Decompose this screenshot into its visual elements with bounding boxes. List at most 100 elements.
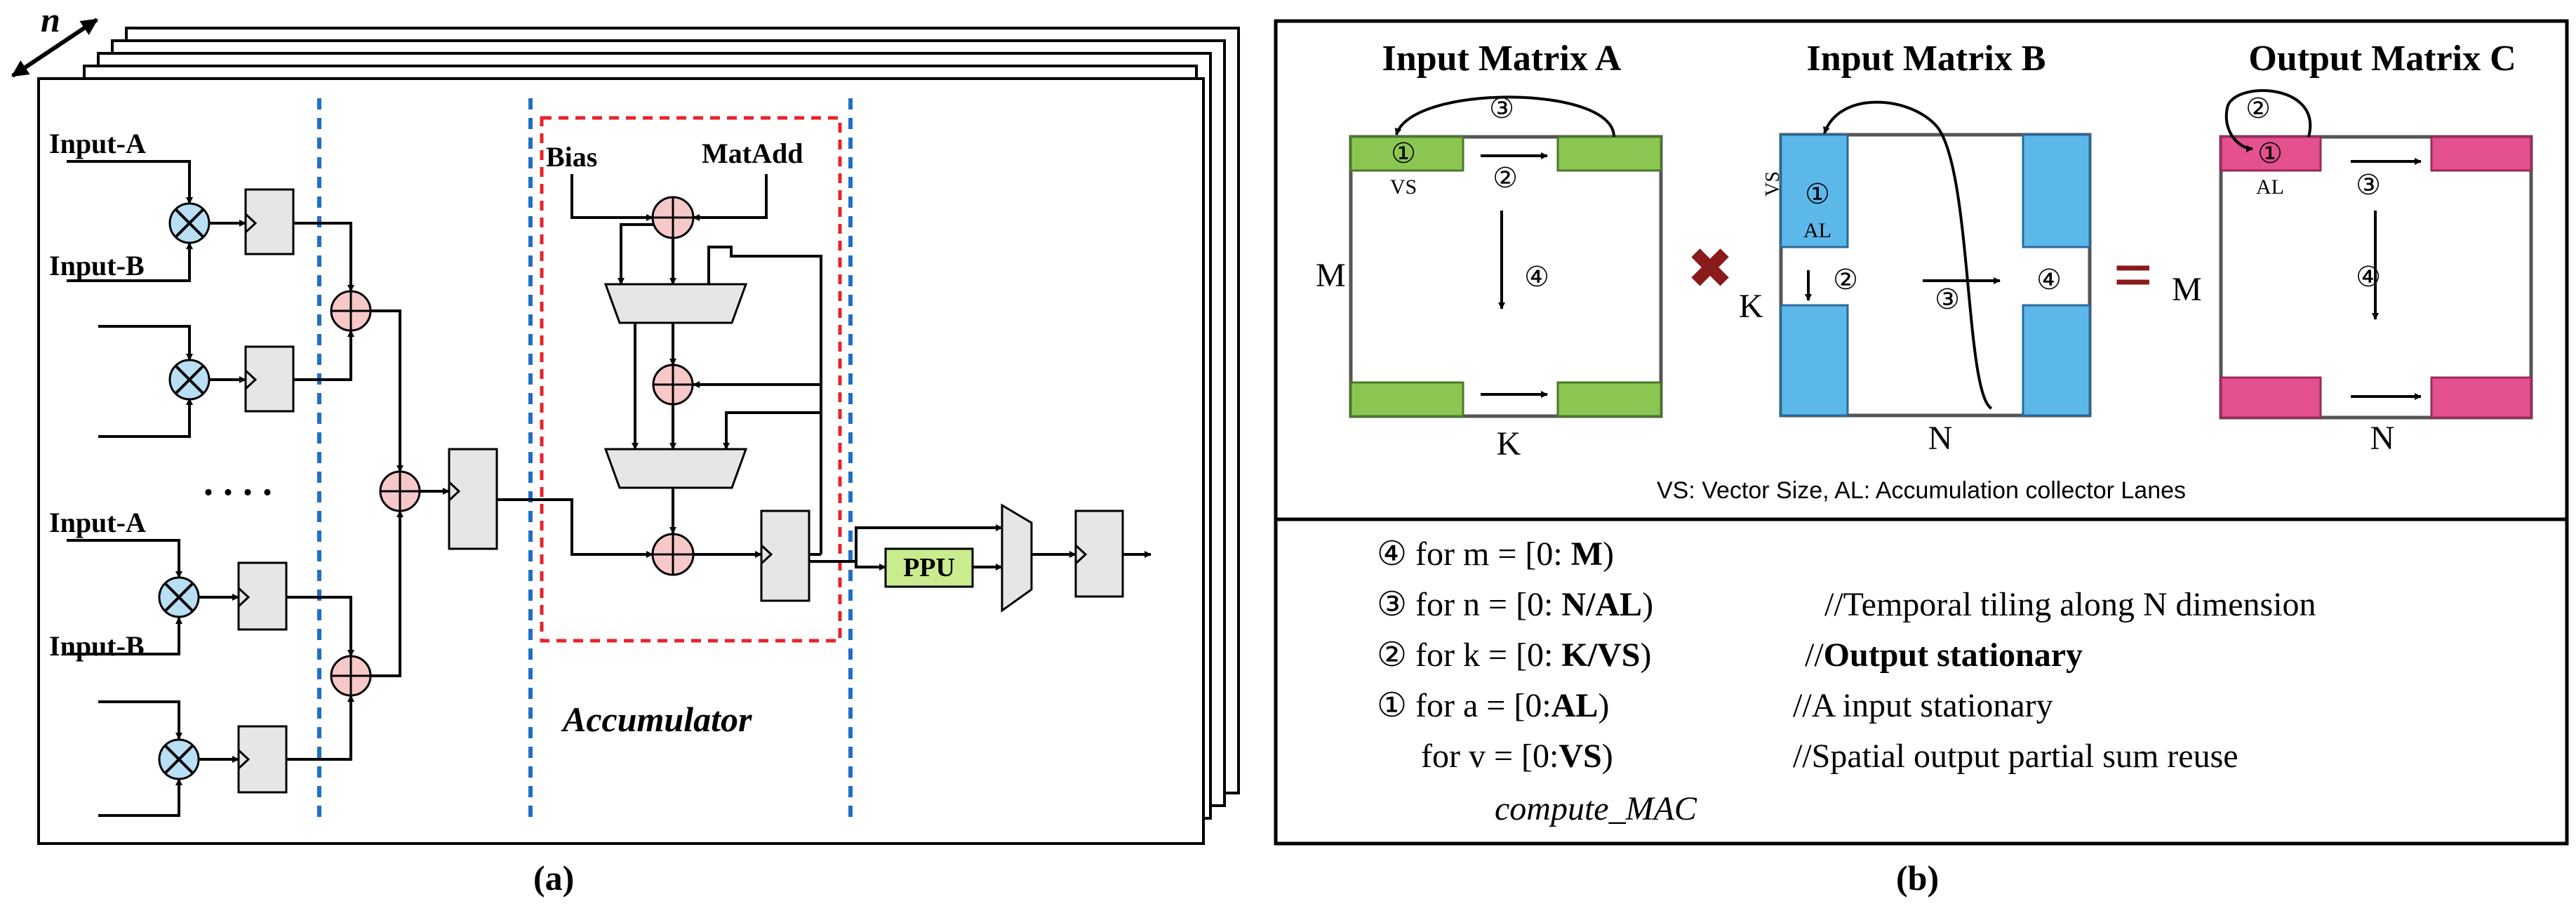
matrix-b-step-1: ① bbox=[1805, 178, 1830, 210]
matrix-a: Input Matrix A M K VS ① ② ③ ④ bbox=[1316, 39, 1663, 462]
loop-comment: //Output stationary bbox=[1805, 637, 2083, 674]
matrix-b-tile bbox=[1780, 304, 1849, 417]
matrix-c-step-1: ① bbox=[2257, 138, 2283, 169]
loop-step-mark: ④ bbox=[1377, 535, 1407, 573]
bias-label: Bias bbox=[546, 141, 597, 173]
accumulator-region bbox=[540, 116, 842, 643]
matrix-c-arrows bbox=[2224, 89, 2422, 400]
stacked-pages bbox=[37, 27, 1240, 845]
loop-suffix: ) bbox=[1598, 687, 1609, 724]
matrix-a-title: Input Matrix A bbox=[1382, 39, 1622, 79]
matrix-a-step-1: ① bbox=[1391, 138, 1416, 169]
loop-step-mark: ② bbox=[1377, 637, 1407, 674]
matadd-label: MatAdd bbox=[702, 138, 803, 169]
register-icon bbox=[448, 448, 498, 550]
adders bbox=[330, 196, 695, 697]
multiplier-icon bbox=[158, 738, 200, 780]
matrix-b-step-3: ③ bbox=[1935, 284, 1960, 315]
matrix-b-tile bbox=[2022, 304, 2091, 417]
loop-comment: //Temporal tiling along N dimension bbox=[1824, 586, 2316, 623]
caption-b: (b) bbox=[1896, 858, 1939, 898]
adder-icon bbox=[330, 655, 372, 697]
loop-comment: //A input stationary bbox=[1793, 687, 2053, 724]
matrix-b-tile bbox=[2022, 133, 2091, 248]
input-a-top-label: Input-A bbox=[49, 128, 146, 159]
matrix-a-step-2: ② bbox=[1493, 162, 1518, 194]
matrix-a-tile bbox=[1556, 135, 1662, 172]
equals-symbol: = bbox=[2114, 236, 2154, 314]
loop-suffix: ) bbox=[1642, 586, 1653, 623]
adder-icon bbox=[379, 470, 421, 512]
mux-upper bbox=[603, 283, 748, 324]
loop-comment: //Spatial output partial sum reuse bbox=[1793, 738, 2238, 775]
matrix-b-row-dim: K bbox=[1739, 288, 1763, 325]
matrix-c-tile bbox=[2430, 376, 2532, 419]
loop-line: ③ for n = [0: N/AL) bbox=[1377, 586, 1653, 623]
loop-line: ① for a = [0:AL) bbox=[1377, 687, 1609, 724]
accumulator-label: Accumulator bbox=[561, 700, 752, 739]
matrix-b-tile bbox=[1780, 133, 1849, 248]
muxes bbox=[603, 283, 1033, 613]
matrix-b-vs-label: VS bbox=[1762, 171, 1784, 196]
loop-nest: ④ for m = [0: M) ③ for n = [0: N/AL) //Tem… bbox=[1377, 535, 2316, 775]
matrix-b-step-2: ② bbox=[1833, 264, 1858, 295]
loop-bound: AL bbox=[1551, 687, 1599, 724]
legend-text: VS: Vector Size, AL: Accumulation collec… bbox=[1657, 477, 2186, 504]
multiplier-icon bbox=[168, 359, 211, 401]
matrix-a-step-4: ④ bbox=[1524, 261, 1549, 293]
datapath-wires bbox=[67, 160, 1152, 817]
register-icon bbox=[237, 561, 288, 631]
loop-line: ④ for m = [0: M) bbox=[1377, 535, 1614, 573]
loop-bound: M bbox=[1571, 535, 1603, 573]
adder-icon bbox=[652, 364, 694, 406]
multipliers bbox=[158, 202, 211, 780]
register-icon bbox=[244, 345, 295, 413]
matrix-c-row-dim: M bbox=[2172, 271, 2202, 308]
loop-step-mark: ③ bbox=[1377, 586, 1407, 623]
compute-mac-label: compute_MAC bbox=[1495, 790, 1697, 827]
loop-suffix: ) bbox=[1640, 637, 1651, 674]
matrix-a-tile bbox=[1349, 135, 1464, 172]
matrix-a-body bbox=[1349, 135, 1663, 418]
ppu-label: PPU bbox=[903, 553, 955, 582]
adder-icon bbox=[330, 290, 372, 332]
mux-lower bbox=[603, 448, 748, 489]
input-b-top-label: Input-B bbox=[49, 250, 145, 281]
matrix-b-step-4: ④ bbox=[2036, 264, 2062, 295]
input-a-bottom-label: Input-A bbox=[49, 507, 146, 538]
caption-a: (a) bbox=[533, 858, 574, 898]
register-icon bbox=[237, 725, 288, 794]
ppu-block bbox=[884, 547, 974, 588]
register-icon bbox=[1074, 509, 1124, 598]
loop-prefix: for n = [0: bbox=[1407, 586, 1561, 623]
matrix-c-tile bbox=[2430, 135, 2532, 172]
n-direction-arrow bbox=[11, 18, 98, 78]
loop-line: for v = [0:VS) bbox=[1421, 738, 1613, 775]
loop-prefix: for k = [0: bbox=[1407, 637, 1561, 674]
output-mux bbox=[1001, 503, 1033, 613]
matrix-c: Output Matrix C M N AL ① ② ③ ④ bbox=[2172, 39, 2533, 457]
matrix-a-row-dim: M bbox=[1316, 257, 1346, 294]
registers bbox=[237, 188, 1124, 794]
ellipsis: . . . . bbox=[203, 460, 272, 504]
matrix-a-col-dim: K bbox=[1497, 425, 1521, 462]
multiplier-icon bbox=[168, 202, 211, 244]
loop-suffix: ) bbox=[1603, 535, 1614, 573]
matrix-c-col-dim: N bbox=[2370, 420, 2395, 457]
matrix-b: Input Matrix B K N VS AL ① ② ③ ④ bbox=[1739, 39, 2092, 457]
loop-prefix: for v = [0: bbox=[1421, 738, 1559, 775]
matrix-b-title: Input Matrix B bbox=[1807, 39, 2046, 79]
loop-suffix: ) bbox=[1602, 738, 1613, 775]
matrix-c-title: Output Matrix C bbox=[2248, 39, 2516, 79]
matrix-c-step-4: ④ bbox=[2356, 261, 2381, 293]
matrix-a-tile bbox=[1556, 381, 1662, 418]
loop-bound: N/AL bbox=[1561, 586, 1642, 623]
matrix-b-al-label: AL bbox=[1803, 219, 1831, 242]
matrix-c-step-2: ② bbox=[2245, 93, 2271, 124]
panel-b-frame bbox=[1274, 19, 2569, 846]
matrix-c-tile bbox=[2220, 376, 2322, 419]
input-b-bottom-label: Input-B bbox=[49, 630, 145, 662]
multiply-symbol: ✖ bbox=[1686, 239, 1733, 300]
loop-bound: VS bbox=[1559, 738, 1601, 775]
